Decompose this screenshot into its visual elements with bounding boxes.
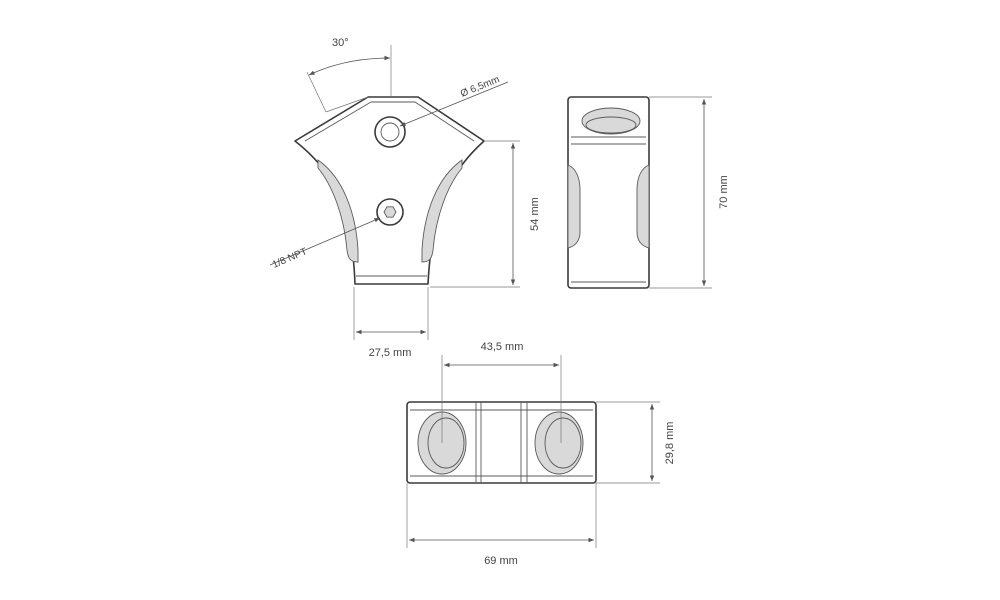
hex-socket (383, 206, 397, 218)
right-port (534, 411, 584, 475)
bottom-height-label: 29,8 mm (664, 422, 676, 465)
hole-spacing-label: 43,5 mm (481, 341, 524, 353)
side-view (567, 96, 712, 289)
front-width-label: 27,5 mm (369, 347, 412, 359)
right-channel (421, 159, 463, 263)
thread-label: 1/8 NPT (271, 246, 309, 270)
front-height-label: 54 mm (529, 197, 541, 231)
side-height-label: 70 mm (718, 175, 730, 209)
left-channel (317, 159, 359, 263)
mounting-hole (374, 116, 406, 148)
bottom-width-label: 69 mm (484, 555, 518, 567)
bottom-view (406, 355, 660, 548)
side-top-opening (581, 107, 641, 135)
front-view (269, 45, 520, 340)
angle-label: 30° (332, 37, 349, 49)
